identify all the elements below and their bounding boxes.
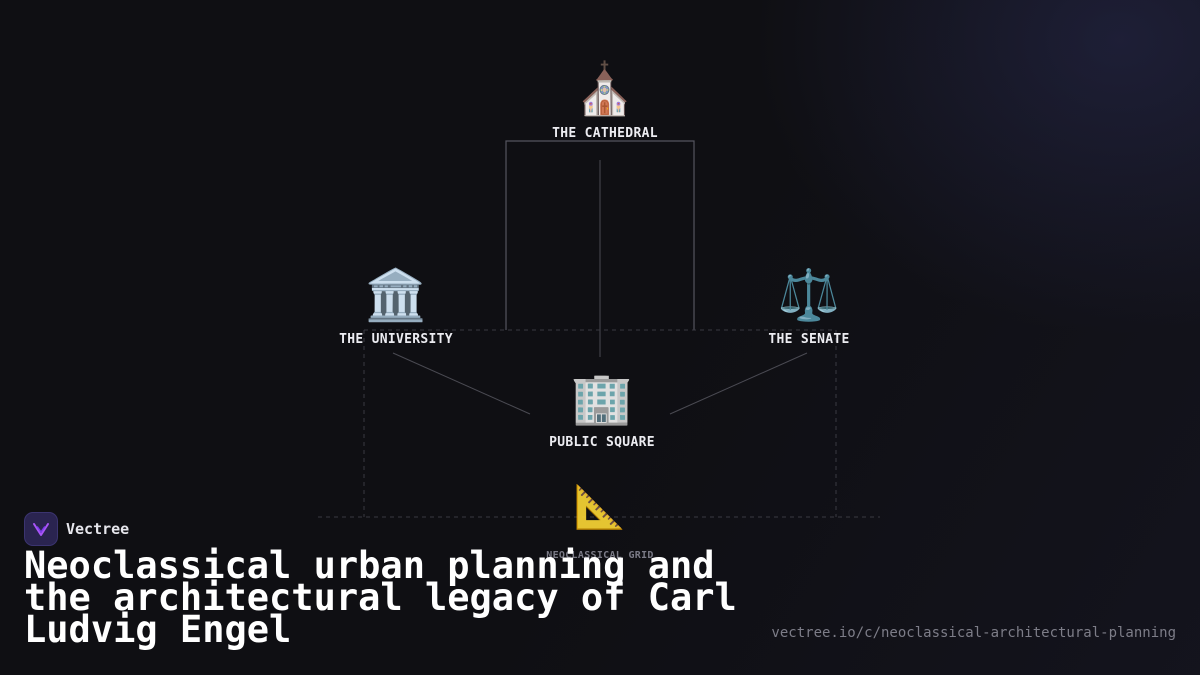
node-cathedral-label: THE CATHEDRAL xyxy=(552,126,658,141)
cathedral-bracket xyxy=(505,140,695,330)
triangular-ruler-icon: 📐 xyxy=(573,482,627,531)
page-title: Neoclassical urban planning and the arch… xyxy=(24,544,737,651)
page-url[interactable]: vectree.io/c/neoclassical-architectural-… xyxy=(771,625,1176,641)
node-neoclassical-grid-label: NEOCLASSICAL GRID xyxy=(546,550,654,561)
node-university-label: THE UNIVERSITY xyxy=(339,332,453,347)
node-senate-label: THE SENATE xyxy=(768,332,850,347)
cathedral-icon: ⛪ xyxy=(573,60,637,118)
node-neoclassical-grid: 📐 NEOCLASSICAL GRID xyxy=(546,478,653,561)
university-square-link xyxy=(392,352,531,415)
node-public-square-label: PUBLIC SQUARE xyxy=(549,435,655,450)
node-university: 🏛️ THE UNIVERSITY xyxy=(339,266,453,347)
office-building-icon: 🏢 xyxy=(570,369,634,427)
classical-building-icon: 🏛️ xyxy=(364,266,428,324)
node-cathedral: ⛪ THE CATHEDRAL xyxy=(552,60,658,141)
brand-name: Vectree xyxy=(66,520,130,538)
brand[interactable]: Vectree xyxy=(24,512,129,546)
senate-square-link xyxy=(669,352,808,415)
scales-icon: ⚖️ xyxy=(777,266,841,324)
vectree-logo-icon xyxy=(24,512,58,546)
node-public-square: 🏢 PUBLIC SQUARE xyxy=(549,369,655,450)
node-senate: ⚖️ THE SENATE xyxy=(768,266,849,347)
